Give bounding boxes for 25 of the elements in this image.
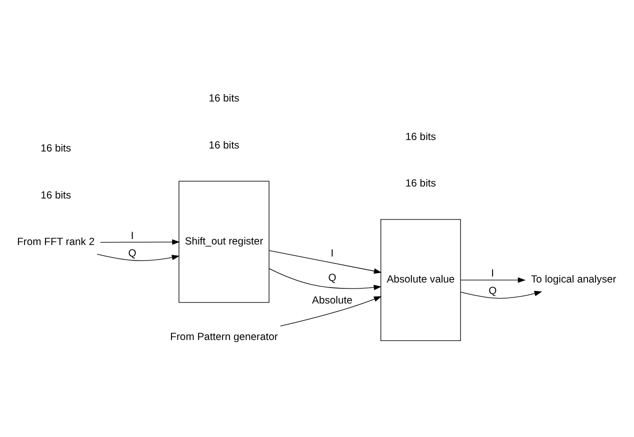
arrow bbox=[460, 290, 542, 299]
arrow bbox=[96, 254, 180, 262]
arrow bbox=[268, 250, 382, 274]
arrow bbox=[460, 277, 526, 283]
node-text: From Pattern generator bbox=[170, 332, 278, 344]
label: 16 bits bbox=[208, 94, 240, 105]
label: 16 bits bbox=[208, 140, 240, 152]
edge-label: Q bbox=[328, 273, 336, 284]
edge-label: Q bbox=[128, 248, 136, 260]
node-box: Shift_out register bbox=[178, 180, 270, 303]
label: 16 bits bbox=[40, 144, 72, 155]
arrow bbox=[268, 268, 382, 290]
edge-label: I bbox=[491, 268, 494, 280]
arrow bbox=[280, 296, 382, 326]
edge-label: Absolute bbox=[312, 295, 352, 306]
label: 16 bits bbox=[405, 178, 436, 190]
node-box: Absolute value bbox=[380, 219, 461, 341]
arrow bbox=[100, 239, 180, 245]
node-text: To logical analyser bbox=[531, 274, 616, 286]
edge-label: I bbox=[330, 248, 334, 260]
edge-label: I bbox=[130, 231, 134, 242]
label: 16 bits bbox=[405, 132, 436, 143]
label: 16 bits bbox=[40, 190, 72, 202]
edge-label: Q bbox=[488, 286, 497, 298]
node-text: From FFT rank 2 bbox=[17, 236, 95, 248]
